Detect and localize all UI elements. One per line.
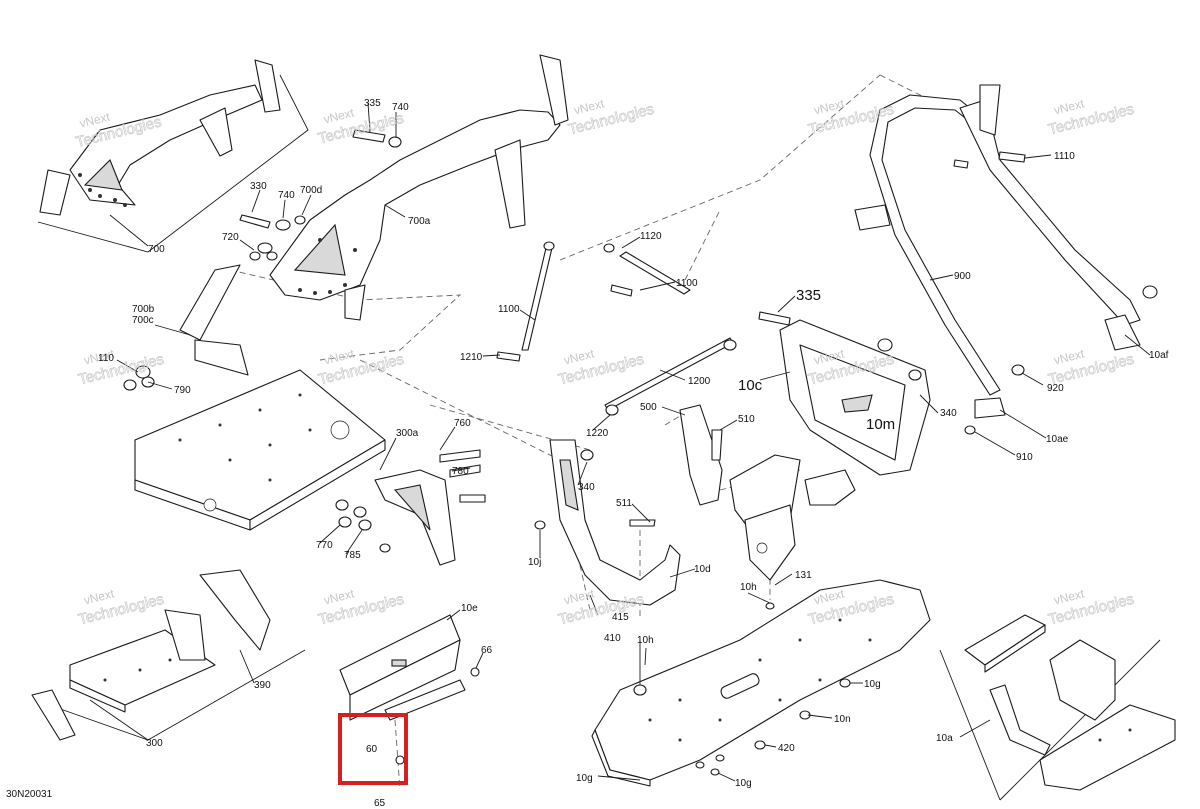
part-label: 65 [374,798,386,809]
part-label: 920 [1047,383,1064,394]
part-label: 500 [640,402,657,413]
part-label: 700b [132,304,155,315]
part-label: 510 [738,414,755,425]
part-label: 900 [954,271,971,282]
highlight-box [338,713,408,785]
part-label: 700d [300,185,322,196]
part-300-inset [31,569,271,741]
part-label: 790 [174,385,191,396]
part-label: 420 [778,743,795,754]
part-label: 910 [1016,452,1033,463]
part-label: 760 [454,418,471,429]
leader-lines [89,102,1151,782]
part-label: 700a [408,216,431,227]
part-label: 390 [254,680,271,691]
part-label: 410 [604,633,621,644]
part-bracket-300a [335,449,486,566]
part-10e-panel [339,614,480,765]
part-label: 511 [616,498,632,509]
part-label: 10h [637,635,654,646]
part-label: 10g [576,773,593,784]
part-label: 10g [735,778,752,789]
part-700-inset [39,59,281,216]
part-skid-plate-300a [134,369,386,531]
part-label: 330 [250,181,267,192]
part-label: 785 [344,550,361,561]
part-roll-bar-900 [854,84,1158,435]
part-label: 10m [866,416,895,433]
diagram-code: 30N20031 [6,789,53,800]
part-floor-plate-10g [591,579,931,787]
part-label: 10j [528,557,541,568]
part-label: 700c [132,315,154,326]
part-label: 1200 [688,376,711,387]
part-front-frame-10d [534,404,856,606]
part-label: 1100 [676,278,698,289]
part-firewall-10c [758,311,931,476]
part-label: 10n [834,714,851,725]
part-label: 110 [98,353,114,364]
part-label: 66 [481,645,493,656]
part-label: 131 [795,570,812,581]
part-label: 300a [396,428,419,439]
part-label: 335 [364,98,381,109]
part-labels: 700 700a 700b 700c 700d 335 740 330 740 … [98,98,1169,809]
part-label: 1120 [640,231,662,242]
part-label: 340 [940,408,957,419]
part-label: 335 [796,287,821,304]
part-label: 700 [148,244,165,255]
part-label: 1210 [460,352,483,363]
fasteners-top-left [123,129,402,391]
part-label: 10e [461,603,478,614]
part-label: 780 [452,466,469,477]
part-label: 415 [612,612,629,623]
part-label: 740 [392,102,409,113]
part-label: 720 [222,232,239,243]
part-label: 10d [694,564,711,575]
part-700a-rear-frame [179,54,569,376]
part-label: 300 [146,738,163,749]
part-label: 10h [740,582,757,593]
part-label: 10a [936,733,953,744]
part-label: 740 [278,190,295,201]
part-label: 10ae [1046,434,1069,445]
part-label: 60 [366,744,378,755]
part-10a-inset [964,614,1176,791]
part-label: 1100 [498,304,520,315]
part-label: 10c [738,377,763,394]
part-label: 770 [316,540,333,551]
part-label: 10af [1149,350,1169,361]
part-label: 1110 [1054,151,1075,162]
part-label: 1220 [586,428,609,439]
part-label: 10g [864,679,881,690]
part-label: 340 [578,482,595,493]
